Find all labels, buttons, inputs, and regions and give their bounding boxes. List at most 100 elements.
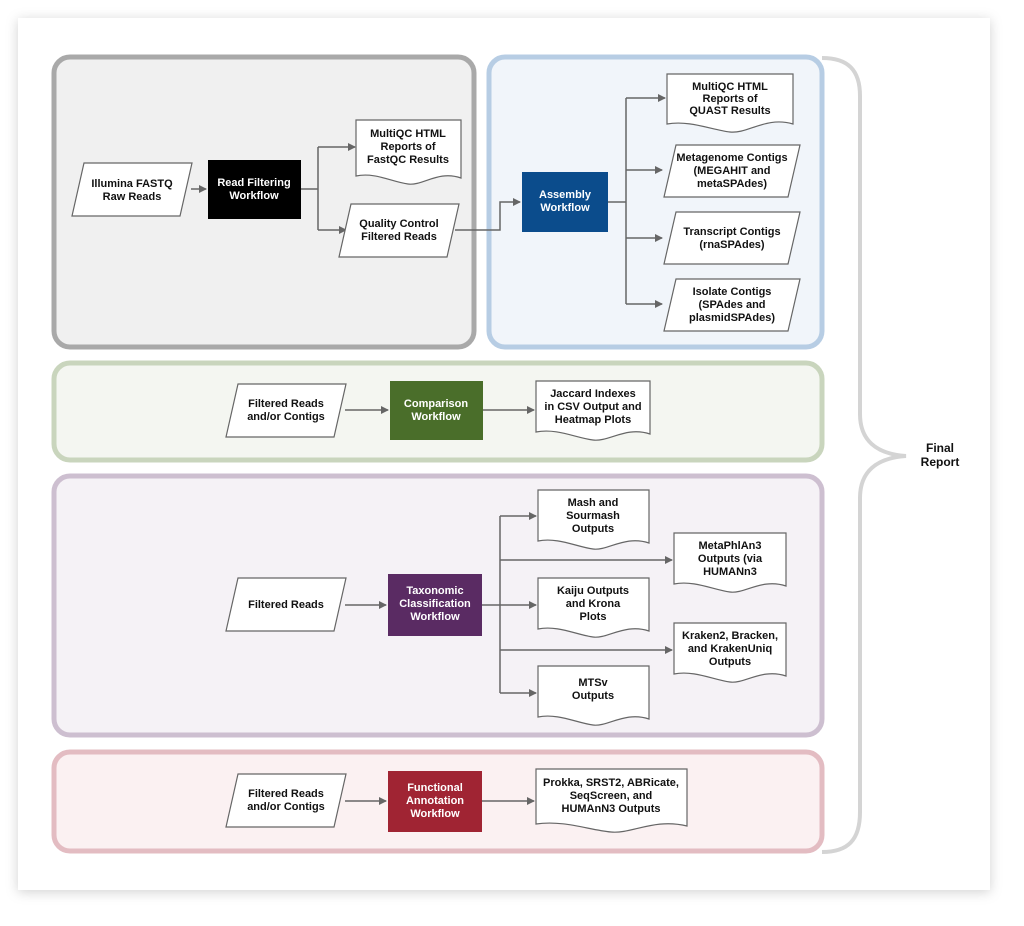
kaiju-line2: and Krona [566, 598, 621, 610]
mash-line1: Mash and [568, 497, 619, 509]
kaiju-line1: Kaiju Outputs [557, 585, 629, 597]
isolate-line2: (SPAdes and [698, 299, 765, 311]
illumina-input-line1: Illumina FASTQ [91, 178, 173, 190]
isolate-line1: Isolate Contigs [693, 286, 772, 298]
functional-label-line1: Functional [407, 782, 463, 794]
read-filtering-label-line2: Workflow [229, 190, 279, 202]
metaphlan-line1: MetaPhlAn3 [699, 540, 762, 552]
parallelogram-shape-icon [663, 211, 801, 265]
metagenome-line1: Metagenome Contigs [676, 152, 787, 164]
metaphlan-line3: HUMANn3 [703, 566, 757, 578]
functional-label-line2: Annotation [406, 795, 464, 807]
taxonomic-label-line3: Workflow [410, 611, 460, 623]
taxonomic-input-line1: Filtered Reads [248, 599, 324, 611]
comparison-input-line2: and/or Contigs [247, 411, 325, 423]
parallelogram-shape-icon [338, 203, 460, 258]
rectangle-shape-icon [388, 574, 482, 636]
metagenome-line2: (MEGAHIT and [694, 165, 771, 177]
kaiju-line3: Plots [580, 611, 607, 623]
metagenome-line3: metaSPAdes) [697, 178, 767, 190]
curly-brace-icon [821, 56, 907, 854]
mtsv-line1: MTSv [578, 677, 608, 689]
taxonomic-label-line2: Classification [399, 598, 471, 610]
comparison-label-line1: Comparison [404, 398, 468, 410]
rectangle-shape-icon [522, 172, 608, 232]
transcript-line1: Transcript Contigs [683, 226, 780, 238]
svg-text:Filtered Reads: Filtered Reads [248, 599, 324, 611]
document-shape-icon [673, 622, 787, 683]
qc-reads-line2: Filtered Reads [361, 231, 437, 243]
assembly-label-line2: Workflow [540, 202, 590, 214]
isolate-line3: plasmidSPAdes) [689, 312, 775, 324]
svg-text:Transcript Contigs(rnaSPAdes): Transcript Contigs(rnaSPAdes) [683, 226, 780, 251]
parallelogram-shape-icon [71, 162, 193, 217]
rectangle-shape-icon [390, 381, 483, 440]
document-shape-icon [535, 380, 651, 441]
document-shape-icon [355, 119, 462, 185]
comparison-label-line2: Workflow [411, 411, 461, 423]
multiqc-fastqc-line3: FastQC Results [367, 154, 449, 166]
multiqc-fastqc-line2: Reports of [381, 141, 436, 153]
svg-text:Prokka, SRST2, ABRicate,SeqScr: Prokka, SRST2, ABRicate,SeqScreen, andHU… [543, 777, 679, 815]
metaphlan-line2: Outputs (via [698, 553, 763, 565]
mash-line2: Sourmash [566, 510, 620, 522]
svg-text:Metagenome Contigs(MEGAHIT and: Metagenome Contigs(MEGAHIT andmetaSPAdes… [676, 152, 787, 190]
taxonomic-input-node: Filtered Reads [225, 577, 347, 632]
functional-output-line3: HUMAnN3 Outputs [562, 803, 661, 815]
jaccard-line1: Jaccard Indexes [550, 388, 636, 400]
jaccard-line3: Heatmap Plots [555, 414, 631, 426]
rectangle-shape-icon [208, 160, 301, 219]
quast-line3: QUAST Results [689, 105, 770, 117]
parallelogram-shape-icon [225, 577, 347, 632]
functional-input-line2: and/or Contigs [247, 801, 325, 813]
final-report-line1: Final [926, 441, 954, 455]
taxonomic-label-line1: Taxonomic [406, 585, 463, 597]
jaccard-line2: in CSV Output and [544, 401, 641, 413]
document-shape-icon [537, 665, 650, 726]
kraken-line3: Outputs [709, 656, 751, 668]
parallelogram-shape-icon [663, 144, 801, 198]
multiqc-fastqc-line1: MultiQC HTML [370, 128, 446, 140]
transcript-line2: (rnaSPAdes) [699, 239, 765, 251]
functional-output-line1: Prokka, SRST2, ABRicate, [543, 777, 679, 789]
quast-line1: MultiQC HTML [692, 81, 768, 93]
transcript-contigs-node: Transcript Contigs(rnaSPAdes) [663, 211, 801, 265]
document-shape-icon [537, 489, 650, 550]
document-shape-icon [537, 577, 650, 638]
parallelogram-shape-icon [225, 383, 347, 438]
